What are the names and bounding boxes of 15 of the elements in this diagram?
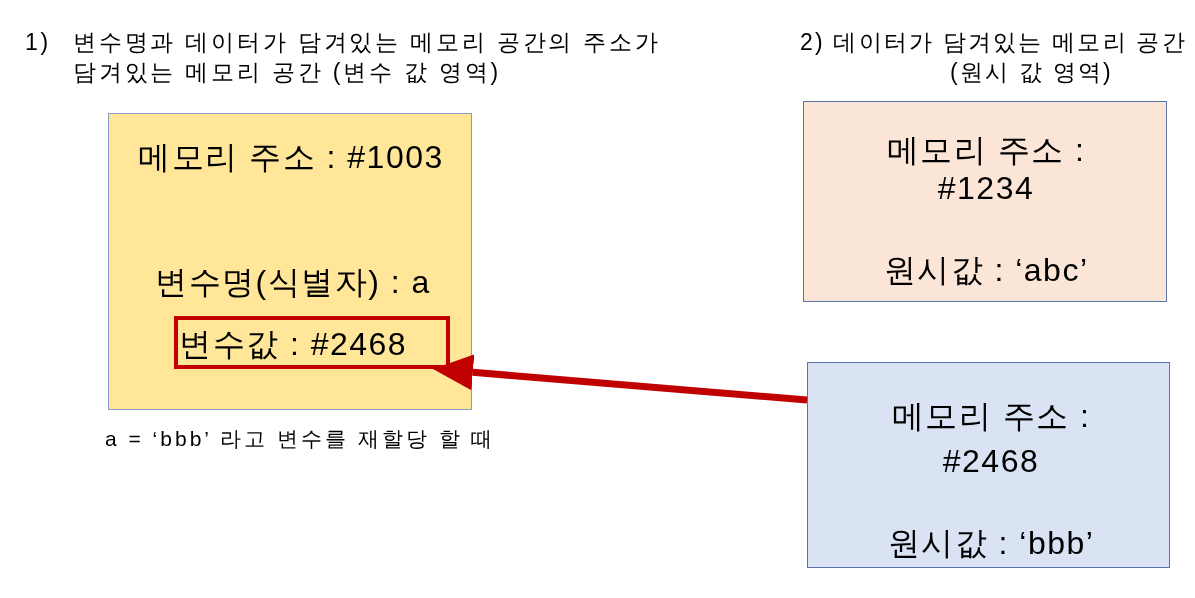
arrow: [433, 354, 808, 404]
address-text: 메모리 주소 : #1003: [138, 138, 444, 176]
identifier-text: 변수명(식별자) : a: [155, 263, 431, 301]
highlight-box: [174, 316, 450, 369]
heading: 1) 변수명과 데이터가 담겨있는 메모리 공간의 주소가 담겨있는 메모리 공간 (변수 값 영역): [25, 28, 661, 87]
value-text: 원시값 : ‘bbb’: [887, 524, 1095, 562]
memory-box: [108, 113, 472, 410]
side-note: a = ‘bbb’ 라고 변수를 재할당 할 때: [105, 426, 496, 452]
value-text: 변수값 : #2468: [179, 325, 408, 363]
memory-box: [807, 362, 1170, 568]
address-text: 메모리 주소 : #2468: [891, 397, 1091, 481]
value-text: 원시값 : ‘abc’: [883, 251, 1089, 289]
memory-box: [803, 101, 1167, 302]
address-text: 메모리 주소 : #1234: [886, 131, 1086, 207]
heading: 2) 데이터가 담겨있는 메모리 공간 (원시 값 영역): [800, 28, 1187, 87]
